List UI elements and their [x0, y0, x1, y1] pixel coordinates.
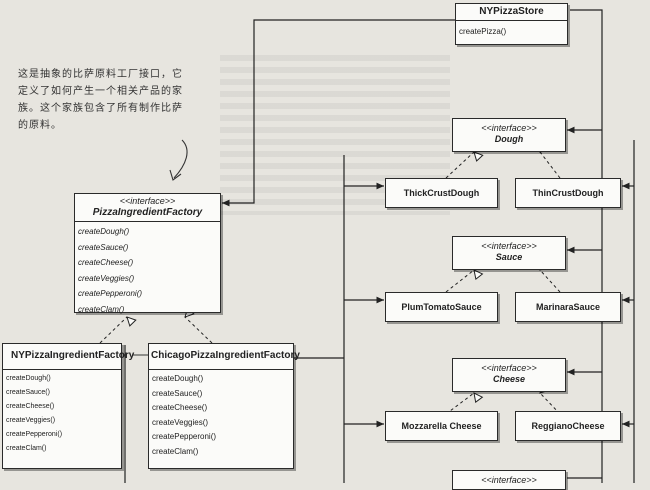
class-operations: createDough() createSauce() createCheese…	[3, 370, 121, 458]
operation: createClam()	[152, 446, 199, 456]
note-line: 定义了如何产生一个相关产品的家	[18, 86, 183, 97]
class-header: <<interface>> PizzaIngredientFactory	[75, 194, 220, 222]
store-to-factory-link	[222, 19, 455, 207]
ny-pizza-store-class[interactable]: NYPizzaStore createPizza()	[455, 3, 568, 45]
operation: createClam()	[78, 304, 125, 314]
note-line: 的原料。	[18, 120, 62, 131]
annotation-note: 这是抽象的比萨原料工厂接口，它 定义了如何产生一个相关产品的家 族。这个家族包含…	[18, 66, 208, 134]
plum-tomato-sauce-class[interactable]: PlumTomatoSauce	[385, 292, 498, 322]
sauce-interface[interactable]: <<interface>> Sauce	[452, 236, 566, 270]
store-right-link	[570, 9, 603, 483]
reggiano-cheese-class[interactable]: ReggianoCheese	[515, 411, 621, 441]
operation: createSauce()	[6, 389, 50, 396]
operation: createCheese()	[78, 258, 134, 267]
operation: createPepperoni()	[78, 289, 143, 298]
operation: createPizza()	[459, 27, 507, 36]
class-operations: createDough() createSauce() createCheese…	[149, 370, 293, 461]
class-name: ChicagoPizzaIngredientFactory	[151, 350, 300, 361]
next-interface[interactable]: <<interface>>	[452, 470, 566, 490]
stereotype: <<interface>>	[481, 241, 537, 251]
thin-crust-dough-class[interactable]: ThinCrustDough	[515, 178, 621, 208]
interface-name: Dough	[494, 134, 524, 144]
class-operations: createDough() createSauce() createCheese…	[75, 222, 220, 319]
operation: createSauce()	[152, 388, 203, 398]
stereotype: <<interface>>	[481, 123, 537, 133]
note-arrow	[173, 139, 188, 179]
class-name: PizzaIngredientFactory	[92, 207, 203, 218]
class-header: ChicagoPizzaIngredientFactory	[149, 344, 300, 370]
operation: createDough()	[152, 374, 204, 383]
operation: createDough()	[6, 375, 51, 382]
thick-crust-dough-class[interactable]: ThickCrustDough	[385, 178, 498, 208]
operation: createDough()	[78, 227, 130, 236]
class-operations: createPizza()	[456, 21, 567, 43]
operation: createPepperoni()	[152, 432, 217, 441]
interface-name: Sauce	[495, 252, 523, 262]
note-line: 这是抽象的比萨原料工厂接口，它	[18, 69, 183, 80]
operation: createPepperoni()	[6, 431, 63, 438]
marinara-sauce-class[interactable]: MarinaraSauce	[515, 292, 621, 322]
interface-name: Cheese	[492, 374, 526, 384]
mozzarella-cheese-class[interactable]: Mozzarella Cheese	[385, 411, 498, 441]
operation: createSauce()	[78, 242, 129, 252]
cheese-interface[interactable]: <<interface>> Cheese	[452, 358, 566, 392]
operation: createVeggies()	[78, 273, 135, 283]
note-line: 族。这个家族包含了所有制作比萨	[18, 103, 183, 114]
class-name: NYPizzaIngredientFactory	[11, 350, 135, 361]
operation: createVeggies()	[152, 417, 209, 427]
stereotype: <<interface>>	[119, 196, 176, 206]
class-header: NYPizzaIngredientFactory	[3, 344, 135, 370]
pizza-ingredient-factory-interface[interactable]: <<interface>> PizzaIngredientFactory cre…	[74, 193, 221, 314]
chicago-pizza-ingredient-factory-class[interactable]: ChicagoPizzaIngredientFactory createDoug…	[148, 343, 300, 469]
stereotype: <<interface>>	[481, 363, 537, 373]
ny-pizza-ingredient-factory-class[interactable]: NYPizzaIngredientFactory createDough() c…	[2, 343, 135, 469]
operation: createCheese()	[6, 403, 55, 410]
operation: createCheese()	[152, 403, 208, 412]
class-header: NYPizzaStore	[456, 4, 567, 21]
class-name: NYPizzaStore	[479, 6, 544, 17]
dough-interface[interactable]: <<interface>> Dough	[452, 118, 566, 152]
stereotype: <<interface>>	[481, 475, 537, 485]
operation: createVeggies()	[6, 417, 56, 424]
operation: createClam()	[6, 445, 47, 452]
